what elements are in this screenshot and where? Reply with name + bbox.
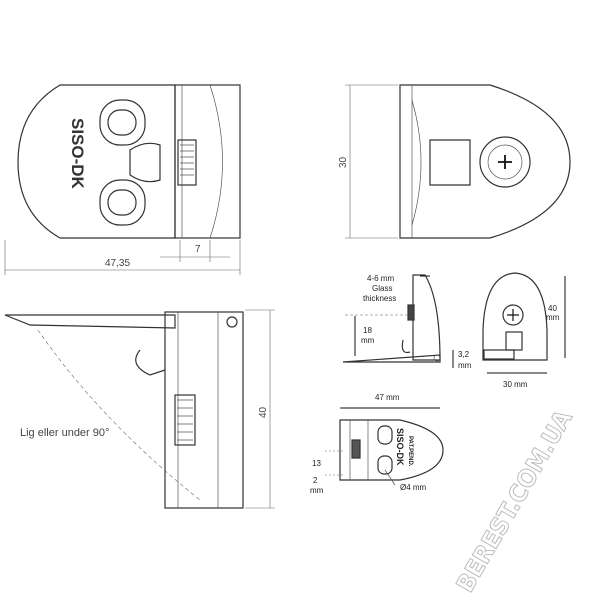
detail-47-label: 47 mm [375, 393, 400, 402]
detail-18-unit: mm [361, 336, 375, 345]
detail-2-value: 2 [313, 476, 318, 485]
dim-length-label: 47,35 [105, 258, 130, 269]
detail-2-unit: mm [310, 486, 324, 495]
detail-30-label: 30 mm [503, 380, 528, 389]
dim-height-30: 30 [338, 156, 349, 168]
glass-label-1: 4-6 mm [367, 274, 394, 283]
detail-40-unit: mm [546, 313, 560, 322]
detail-13-value: 13 [312, 459, 321, 468]
detail-32-value: 3,2 [458, 350, 470, 359]
angle-note: Lig eller under 90° [20, 427, 109, 439]
side-view: Lig eller under 90° 40 [4, 309, 275, 509]
glass-label-2: Glass [372, 284, 392, 293]
detail-front: 40 mm 30 mm [482, 272, 566, 389]
top-view-brand: SISO-DK [68, 118, 87, 190]
detail-18-value: 18 [363, 326, 372, 335]
dim-gap-label: 7 [195, 244, 201, 255]
top-view: SISO-DK 47,35 7 [4, 84, 241, 275]
detail-top: 47 mm SISO-DK PAT.PEND. 13 2 mm Ø4 mm [310, 393, 444, 495]
detail-40-value: 40 [548, 304, 557, 313]
dim-height-40: 40 [258, 406, 269, 418]
glass-label-3: thickness [363, 294, 396, 303]
detail-side: 4-6 mm Glass thickness 18 mm 3,2 mm [342, 274, 472, 370]
detail-hole-label: Ø4 mm [400, 483, 427, 492]
detail-32-unit: mm [458, 361, 472, 370]
detail-brand: SISO-DK [395, 428, 405, 466]
front-view: 30 [338, 84, 571, 239]
detail-patent: PAT.PEND. [407, 436, 413, 467]
watermark: BEREST.COM.UA [451, 405, 578, 597]
